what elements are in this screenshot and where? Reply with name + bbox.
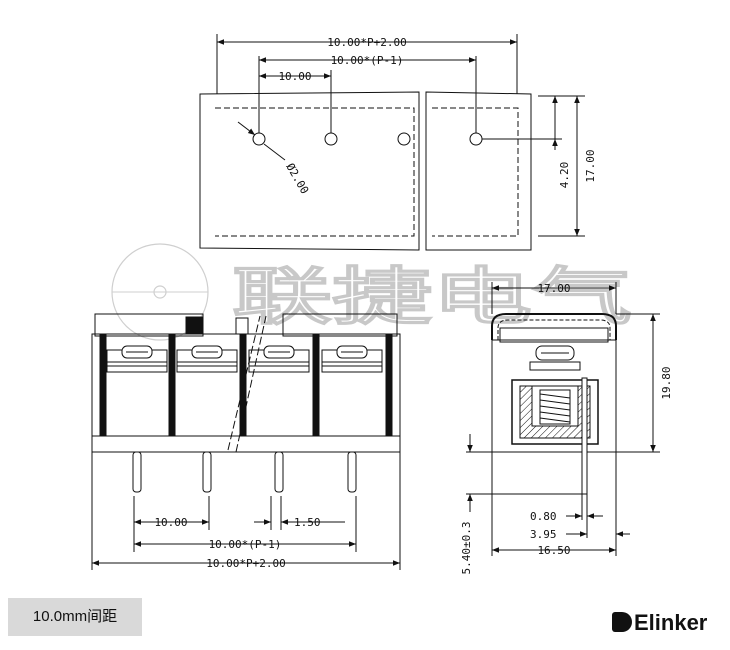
side-screw-thread	[539, 389, 571, 425]
hole-3	[397, 132, 411, 146]
terminal-4-pin	[347, 451, 357, 493]
top-view	[199, 34, 585, 251]
dim-pitch-span-top: 10.00*(P-1)	[331, 54, 404, 67]
dim-pin-thickness: 0.80	[530, 510, 557, 523]
watermark-text: 联捷电气	[232, 260, 632, 333]
brand-logo: Elinker	[612, 610, 707, 636]
cover-plate-left	[94, 313, 204, 337]
pitch-caption: 10.0mm间距	[8, 598, 142, 636]
dim-pitch-span-front: 10.00*(P-1)	[209, 538, 282, 551]
side-cover	[491, 313, 617, 340]
dim-pin-width: 1.50	[294, 516, 321, 529]
brand-name: Elinker	[634, 610, 708, 635]
dim-total-width-front: 10.00*P+2.00	[206, 557, 285, 570]
dim-total-width-top: 10.00*P+2.00	[327, 36, 406, 49]
terminal-2-pin	[202, 451, 212, 493]
front-view	[91, 313, 401, 570]
hole-2	[324, 132, 338, 146]
side-screw-head	[535, 345, 575, 361]
top-view-body-left	[199, 91, 420, 251]
side-cage	[511, 379, 599, 445]
top-view-body-right	[425, 91, 532, 251]
dim-top-width-side: 17.00	[537, 282, 570, 295]
dim-base-width: 16.50	[537, 544, 570, 557]
dim-pin-offset: 3.95	[530, 528, 557, 541]
dim-hole-offset: 4.20	[558, 162, 571, 189]
dim-height-top: 17.00	[584, 149, 597, 182]
top-view-inner-outline-right	[432, 107, 519, 237]
side-pin	[581, 377, 588, 495]
dim-pitch-top: 10.00	[278, 70, 311, 83]
cover-plate-right	[282, 313, 398, 337]
side-body	[491, 339, 617, 453]
dim-hole-diameter: Ø2.00	[283, 161, 311, 196]
hole-4	[469, 132, 483, 146]
brand-mark-icon	[612, 612, 632, 632]
dim-pin-length: 5.40±0.3	[460, 522, 473, 575]
terminal-1-pin	[132, 451, 142, 493]
terminal-3-pin	[274, 451, 284, 493]
watermark: 联捷电气	[111, 243, 633, 341]
dim-height-side: 19.80	[660, 366, 673, 399]
top-view-inner-outline-left	[215, 107, 415, 237]
dim-pitch-front: 10.00	[154, 516, 187, 529]
side-view	[466, 282, 660, 556]
